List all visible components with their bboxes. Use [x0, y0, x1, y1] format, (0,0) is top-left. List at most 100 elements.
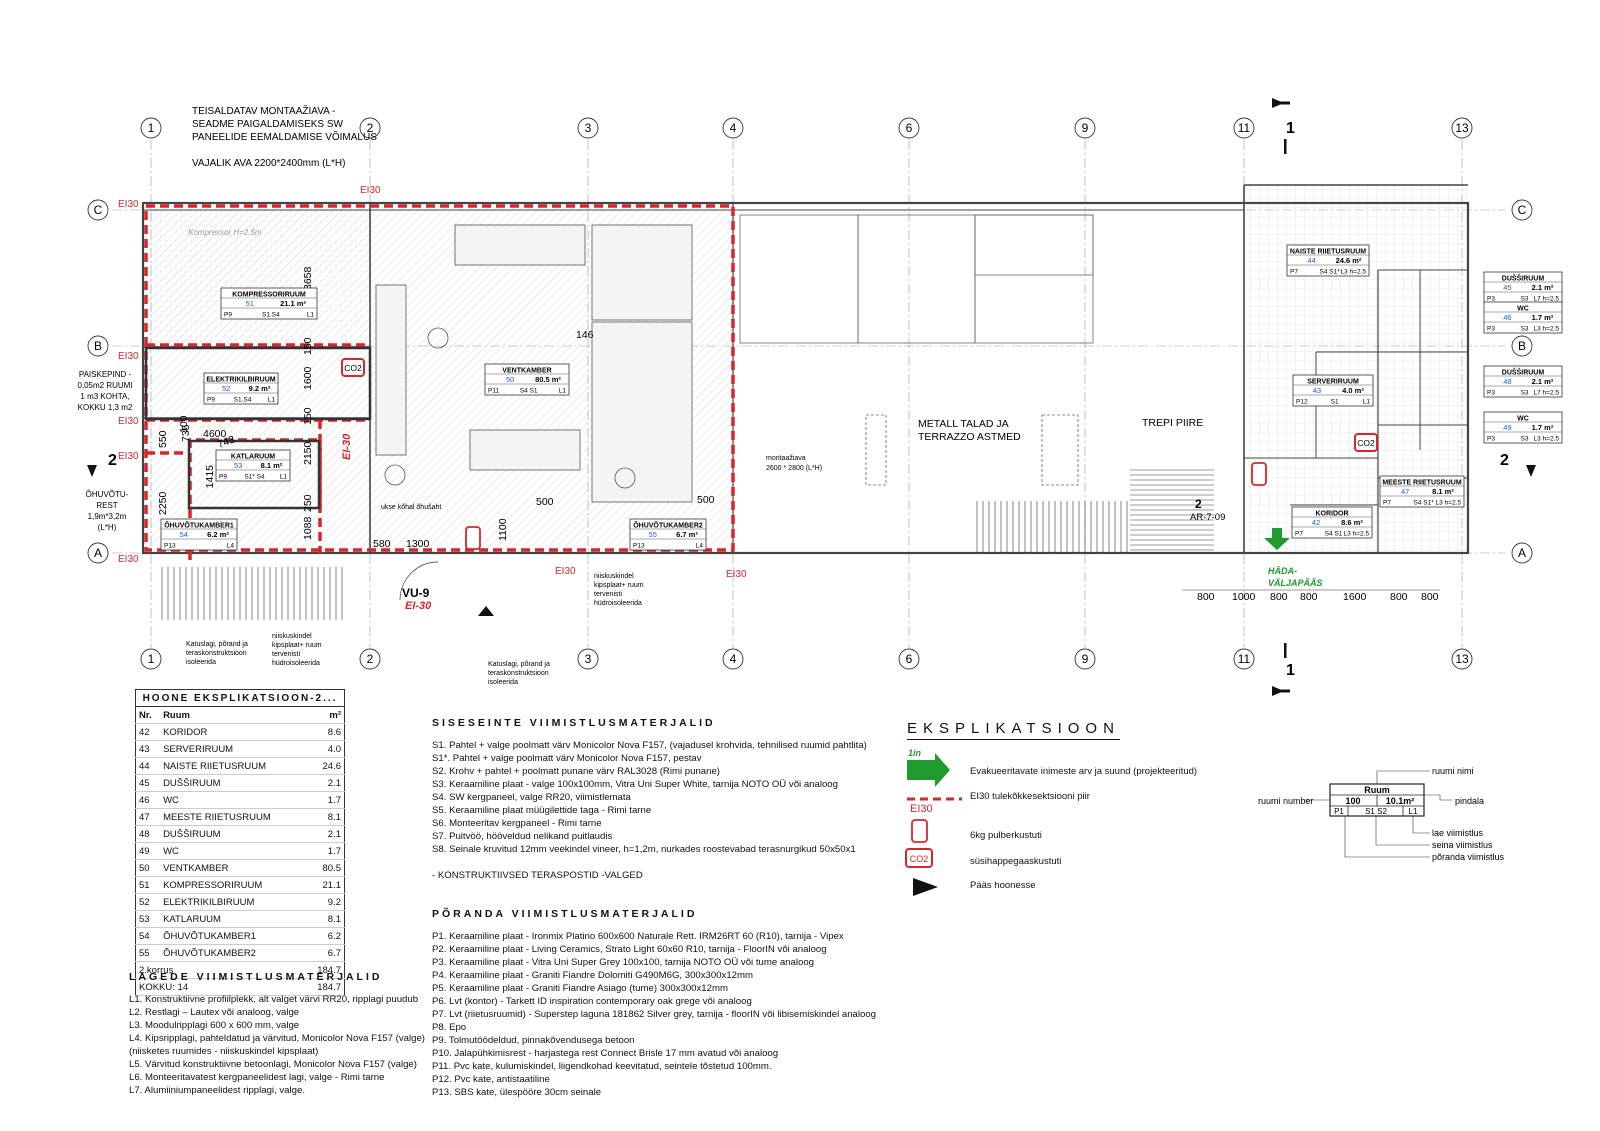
svg-text:ruumi number: ruumi number [1258, 796, 1314, 806]
svg-text:550: 550 [157, 430, 169, 448]
room-area: 1.7 m² [1532, 313, 1554, 322]
svg-text:800: 800 [1300, 591, 1318, 603]
room-name: SERVERIRUUM [1307, 379, 1359, 386]
row-area: 1.7 [305, 842, 345, 860]
room-area: 80.5 m² [535, 375, 561, 384]
ceiling-material-item: L4. Kipsripplagi, pahteldatud ja värvitu… [129, 1033, 425, 1044]
room-number: 51 [246, 299, 254, 308]
room-name: WC [1517, 416, 1529, 423]
svg-text:montaažiava: montaažiava [766, 455, 806, 462]
ceiling-material-item: (niisketes ruumides - niiskuskindel kips… [129, 1046, 319, 1057]
svg-text:L1: L1 [1409, 807, 1418, 816]
row-area: 24.6 [305, 757, 345, 775]
svg-text:isoleerida: isoleerida [186, 659, 216, 666]
row-area: 80.5 [305, 859, 345, 877]
svg-text:PAISKEPIND -: PAISKEPIND - [79, 370, 132, 379]
room-floor-finish: P3 [1487, 296, 1495, 303]
ceiling-materials-title: LAGEDE VIIMISTLUSMATERJALID [129, 971, 383, 983]
row-nr: 47 [135, 808, 161, 826]
row-nr: 42 [135, 723, 161, 741]
col-nr: Nr. [135, 706, 161, 724]
svg-text:TERRAZZO ASTMED: TERRAZZO ASTMED [918, 431, 1021, 443]
room-wall-finish: S3 [1521, 326, 1529, 333]
room-floor-finish: P13 [164, 543, 176, 550]
floor-material-item: P2. Keraamiline plaat - Living Ceramics,… [432, 944, 827, 955]
room-name: ÕHUVÕTUKAMBER1 [164, 521, 234, 530]
row-nr: 43 [135, 740, 161, 758]
room-area: 21.1 m² [280, 299, 306, 308]
row-room: KATLARUUM [160, 910, 306, 928]
svg-text:735: 735 [180, 424, 192, 442]
row-area: 1.7 [305, 791, 345, 809]
room-ceiling-finish: L1 [1363, 399, 1371, 406]
svg-text:2150: 2150 [302, 441, 314, 465]
svg-text:800: 800 [1197, 591, 1215, 603]
row-area: 2.1 [305, 774, 345, 792]
wall-material-item: S1. Pahtel + valge poolmatt värv Monicol… [432, 740, 867, 751]
row-room: ELEKTRIKILBIRUUM [160, 893, 306, 911]
svg-text:EI30: EI30 [726, 569, 747, 580]
room-name: DUŠŠIRUUM [1502, 274, 1545, 283]
legend-extinguisher: 6kg pulberkustuti [970, 830, 1042, 841]
room-ceiling-finish: L3 h=2.5 [1436, 500, 1462, 507]
svg-text:800: 800 [1390, 591, 1408, 603]
svg-text:põranda viimistlus: põranda viimistlus [1432, 852, 1505, 862]
total-label: KOKKU: 14 [135, 978, 306, 996]
col-room: Ruum [160, 706, 306, 724]
svg-text:teraskonstruktsioon: teraskonstruktsioon [488, 670, 549, 677]
svg-text:isoleerida: isoleerida [488, 679, 518, 686]
svg-text:EI30: EI30 [360, 185, 381, 196]
row-nr: 52 [135, 893, 161, 911]
svg-text:hüdroisoleerida: hüdroisoleerida [594, 600, 642, 607]
grid-row-B-label: B [94, 339, 102, 353]
svg-text:EI30: EI30 [118, 451, 139, 462]
grid-row-B-right-label: B [1518, 339, 1526, 353]
svg-text:150: 150 [302, 407, 314, 425]
svg-text:REST: REST [96, 501, 117, 510]
room-name: ÕHUVÕTUKAMBER2 [633, 521, 703, 530]
floor-total: 184.7 [305, 961, 345, 979]
svg-text:580: 580 [373, 538, 391, 550]
room-name: ELEKTRIKILBIRUUM [206, 377, 275, 384]
room-number: 44 [1307, 256, 1315, 265]
row-nr: 55 [135, 944, 161, 962]
ceiling-material-item: L3. Moodulripplagi 600 x 600 mm, valge [129, 1020, 300, 1031]
svg-text:niiskuskindel: niiskuskindel [594, 573, 634, 580]
room-ceiling-finish: L3 h=2.5 [1534, 326, 1560, 333]
grid-col-4-bottom-bubble [722, 648, 744, 670]
room-wall-finish: S4 S1 [1325, 531, 1343, 538]
room-wall-finish: S3 [1521, 436, 1529, 443]
room-name: NAISTE RIIETUSRUUM [1290, 249, 1366, 256]
svg-text:150: 150 [302, 337, 314, 355]
annotation-texts: TEISALDATAV MONTAAŽIAVA - SEADME PAIGALD… [192, 104, 1203, 443]
svg-text:METALL TALAD JA: METALL TALAD JA [918, 418, 1009, 430]
grid-row-A-bubble [87, 542, 109, 564]
svg-text:3658: 3658 [302, 266, 314, 290]
grid-row-B-bubble [87, 335, 109, 357]
room-name: KATLARUUM [231, 454, 275, 461]
room-floor-finish: P12 [1296, 399, 1308, 406]
svg-text:(L*H): (L*H) [98, 523, 117, 532]
svg-text:niiskuskindel: niiskuskindel [272, 633, 312, 640]
wall-material-item: S2. Krohv + pahtel + poolmatt punane vär… [432, 766, 720, 777]
svg-text:kipsplaat+ ruum: kipsplaat+ ruum [272, 642, 322, 649]
grid-col-2-label: 2 [367, 121, 374, 135]
ceiling-material-item: L1. Konstruktiivne profiilplekk, alt val… [129, 994, 419, 1005]
room-number: 42 [1312, 518, 1320, 527]
section-2-stair: 2 [1195, 497, 1202, 511]
row-room: NAISTE RIIETUSRUUM [160, 757, 306, 775]
row-room: VENTKAMBER [160, 859, 306, 877]
room-wall-finish: S3 [1521, 296, 1529, 303]
